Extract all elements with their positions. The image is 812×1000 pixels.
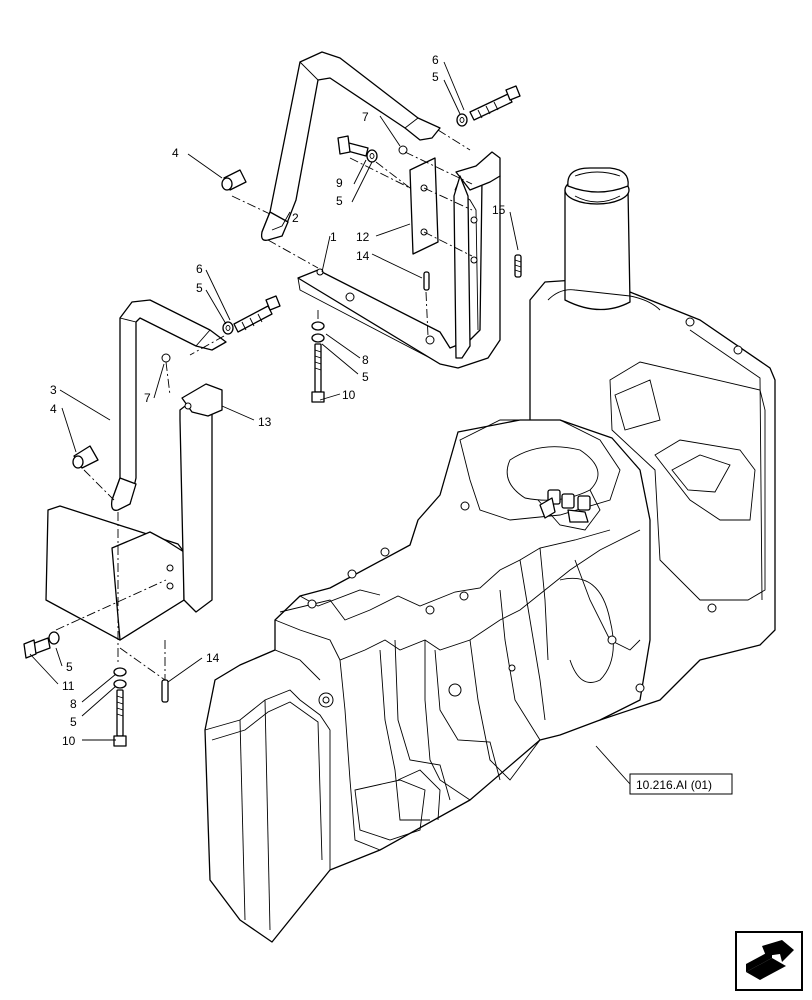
callout-2: 2 bbox=[292, 211, 299, 225]
next-page-arrow-icon[interactable] bbox=[735, 931, 803, 991]
pin-upper bbox=[423, 271, 430, 291]
pin-lower bbox=[161, 679, 169, 703]
washer-5-left-bottom bbox=[113, 679, 127, 689]
callout-4-upper: 4 bbox=[172, 146, 179, 160]
callout-5-left-bottom: 5 bbox=[70, 715, 77, 729]
callout-12: 12 bbox=[356, 230, 370, 244]
clip-4-left bbox=[72, 445, 99, 469]
callout-4-left: 4 bbox=[50, 402, 57, 416]
reference-box[interactable] bbox=[629, 773, 733, 795]
washer-5-upper-left bbox=[366, 149, 378, 163]
callout-7-upper: 7 bbox=[362, 110, 369, 124]
bolt-6-upper bbox=[469, 85, 521, 121]
bolt-10-left bbox=[113, 689, 127, 747]
callout-13: 13 bbox=[258, 415, 272, 429]
upper-strap bbox=[260, 51, 441, 241]
left-strap bbox=[110, 299, 227, 511]
bolt-6-left bbox=[233, 295, 281, 333]
callout-10-right: 10 bbox=[342, 388, 356, 402]
bolt-11 bbox=[23, 637, 51, 659]
clip-4-upper bbox=[221, 169, 247, 191]
callout-14-upper: 14 bbox=[356, 249, 370, 263]
callout-7-left: 7 bbox=[144, 391, 151, 405]
reference-link[interactable]: 10.216.AI (01) bbox=[629, 773, 733, 795]
box-bracket bbox=[45, 383, 223, 641]
washer-8-right bbox=[311, 321, 325, 331]
bolt-10-right bbox=[311, 343, 325, 403]
bolt-9 bbox=[337, 135, 369, 157]
reference-label[interactable]: 10.216.AI (01) bbox=[636, 778, 712, 792]
washer-5-left-top bbox=[222, 321, 234, 335]
pin-15 bbox=[514, 254, 522, 278]
callout-5-upper-left: 5 bbox=[336, 194, 343, 208]
callout-8-right: 8 bbox=[362, 353, 369, 367]
washer-5-left-side bbox=[48, 631, 60, 645]
washer-8-left bbox=[113, 667, 127, 677]
callout-labels: 6 5 7 9 5 4 2 1 12 14 15 8 5 10 6 5 7 13… bbox=[50, 53, 506, 748]
callout-14-lower: 14 bbox=[206, 651, 220, 665]
callout-9: 9 bbox=[336, 176, 343, 190]
callout-5-right: 5 bbox=[362, 370, 369, 384]
washer-5-right bbox=[311, 333, 325, 343]
callout-10-left: 10 bbox=[62, 734, 76, 748]
callout-15: 15 bbox=[492, 203, 506, 217]
callout-5-left-side: 5 bbox=[66, 660, 73, 674]
washer-5-upper-right bbox=[456, 113, 468, 127]
callout-3: 3 bbox=[50, 383, 57, 397]
callout-5-left-top: 5 bbox=[196, 281, 203, 295]
fuel-tank bbox=[204, 167, 776, 943]
callout-8-left: 8 bbox=[70, 697, 77, 711]
u-bracket bbox=[297, 151, 501, 369]
plate bbox=[409, 157, 439, 255]
callout-11: 11 bbox=[62, 679, 75, 693]
callout-6-left: 6 bbox=[196, 262, 203, 276]
callout-6-upper: 6 bbox=[432, 53, 439, 67]
callout-5-upper-right: 5 bbox=[432, 70, 439, 84]
callout-1: 1 bbox=[330, 230, 337, 244]
assembly-lines bbox=[55, 129, 473, 681]
leader-lines bbox=[29, 61, 631, 785]
